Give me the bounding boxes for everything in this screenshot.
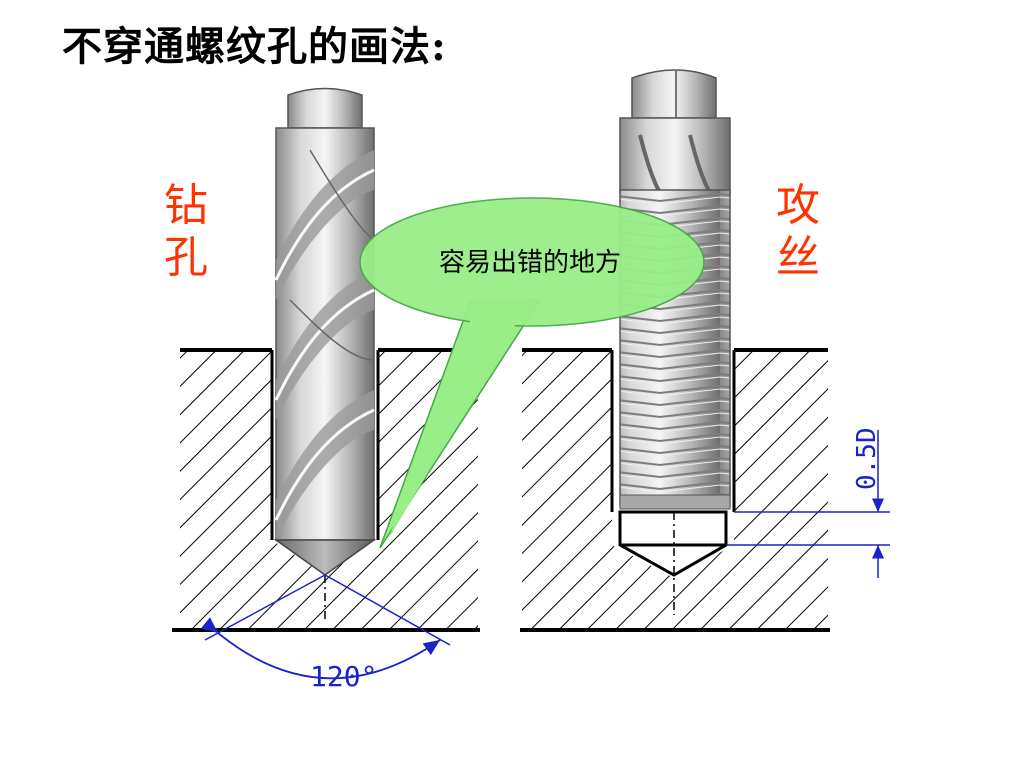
drill-hatch-area — [180, 350, 478, 630]
angle-dimension — [200, 574, 451, 680]
callout-text: 容易出错的地方 — [438, 248, 621, 278]
tap-label-char-2: 丝 — [776, 232, 820, 283]
page-title: 不穿通螺纹孔的画法: — [62, 23, 447, 70]
depth-dimension — [726, 430, 890, 578]
drill-label-char-2: 孔 — [164, 232, 208, 283]
tap-label: 攻 丝 — [772, 180, 824, 284]
drill-bit — [273, 87, 377, 576]
tap-label-char-1: 攻 — [776, 180, 820, 231]
callout-bubble — [359, 197, 705, 549]
angle-dimension-label: 120° — [310, 660, 377, 693]
drill-label: 钻 孔 — [160, 180, 212, 284]
tap-hatch-area — [522, 350, 828, 630]
drill-label-char-1: 钻 — [164, 180, 208, 231]
depth-dimension-label: 0.5D — [852, 427, 882, 490]
